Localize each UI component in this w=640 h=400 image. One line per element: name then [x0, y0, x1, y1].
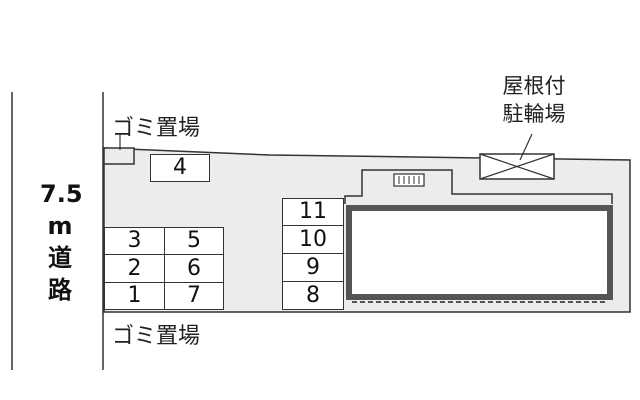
parking-space: 6: [164, 254, 224, 283]
bicycle-label-line-1: 屋根付: [502, 74, 566, 98]
stair-lines: [398, 176, 420, 184]
parking-space: 11: [282, 198, 344, 226]
parking-space: 3: [104, 227, 165, 255]
road-width: 7.5: [40, 180, 83, 208]
bicycle-box-cross-2: [479, 153, 555, 180]
parking-space: 1: [104, 282, 165, 310]
bicycle-leader-line: [519, 133, 533, 161]
garbage-label-top: ゴミ置場: [112, 116, 201, 141]
parking-space: 7: [164, 282, 224, 310]
bicycle-label-line-2: 駐輪場: [502, 102, 566, 126]
building: [346, 205, 613, 300]
parking-space: 5: [164, 227, 224, 255]
bicycle-parking-label: 屋根付 駐輪場: [484, 72, 584, 128]
building-outline: [344, 169, 613, 204]
parking-space: 2: [104, 254, 165, 283]
garbage-area-box: [103, 147, 135, 165]
road-label: 7.5 m 道 路: [40, 178, 83, 306]
parking-space: 4: [150, 154, 210, 182]
road-char-1: 道: [48, 244, 72, 272]
road-unit: m: [47, 212, 73, 240]
road-char-2: 路: [48, 276, 72, 304]
parking-space: 10: [282, 225, 344, 254]
parking-space: 8: [282, 281, 344, 310]
parking-space: 9: [282, 253, 344, 282]
garbage-label-bottom: ゴミ置場: [112, 324, 201, 349]
